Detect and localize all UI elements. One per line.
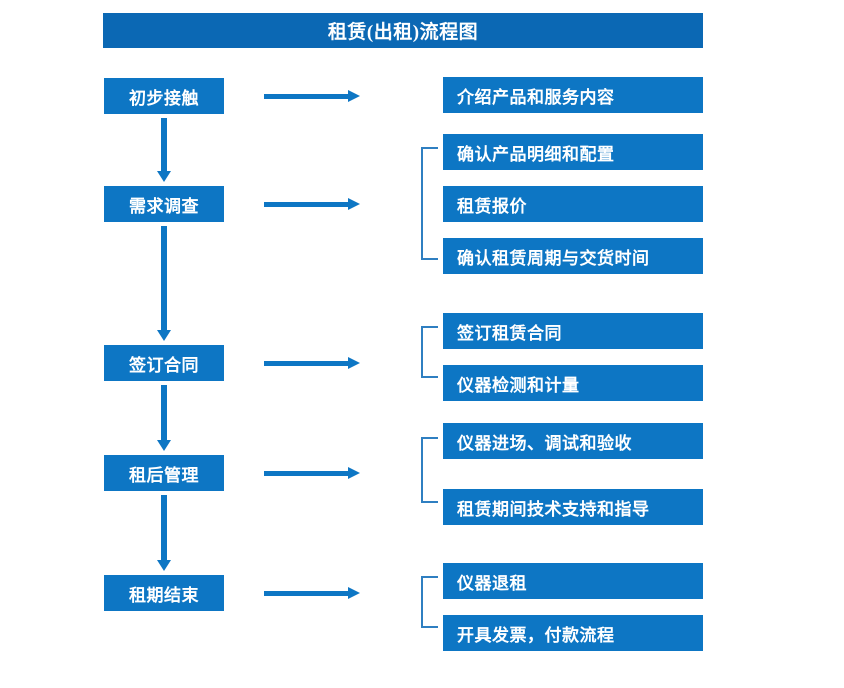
diagram-title: 租赁(出租)流程图 [103,13,703,48]
arrow-head-icon [348,357,360,369]
group-bracket-3 [421,326,438,378]
stage-box-5[interactable]: 租期结束 [104,575,224,611]
vertical-arrow-1 [157,118,171,182]
horizontal-arrow-2 [264,198,360,210]
arrow-head-icon [348,587,360,599]
arrow-head-icon [157,330,171,341]
detail-box-8[interactable]: 租赁期间技术支持和指导 [443,489,703,525]
arrow-head-icon [157,560,171,571]
arrow-shaft [161,385,167,440]
arrow-shaft [264,202,348,207]
arrow-shaft [264,591,348,596]
arrow-shaft [161,118,167,171]
stage-box-4[interactable]: 租后管理 [104,455,224,491]
detail-box-3[interactable]: 租赁报价 [443,186,703,222]
arrow-head-icon [348,90,360,102]
horizontal-arrow-5 [264,587,360,599]
detail-box-4[interactable]: 确认租赁周期与交货时间 [443,238,703,274]
detail-box-7[interactable]: 仪器进场、调试和验收 [443,423,703,459]
detail-box-10[interactable]: 开具发票，付款流程 [443,615,703,651]
horizontal-arrow-4 [264,467,360,479]
detail-box-9[interactable]: 仪器退租 [443,563,703,599]
arrow-head-icon [348,467,360,479]
horizontal-arrow-3 [264,357,360,369]
group-bracket-4 [421,437,438,503]
arrow-head-icon [157,171,171,182]
detail-box-5[interactable]: 签订租赁合同 [443,313,703,349]
arrow-shaft [264,471,348,476]
group-bracket-5 [421,576,438,628]
detail-box-6[interactable]: 仪器检测和计量 [443,365,703,401]
vertical-arrow-3 [157,385,171,451]
detail-box-1[interactable]: 介绍产品和服务内容 [443,77,703,113]
detail-box-2[interactable]: 确认产品明细和配置 [443,134,703,170]
arrow-shaft [161,226,167,330]
arrow-shaft [264,94,348,99]
arrow-head-icon [157,440,171,451]
vertical-arrow-2 [157,226,171,341]
stage-box-3[interactable]: 签订合同 [104,345,224,381]
vertical-arrow-4 [157,495,171,571]
arrow-shaft [161,495,167,560]
stage-box-2[interactable]: 需求调查 [104,186,224,222]
arrow-head-icon [348,198,360,210]
stage-box-1[interactable]: 初步接触 [104,78,224,114]
horizontal-arrow-1 [264,90,360,102]
group-bracket-2 [421,147,438,260]
arrow-shaft [264,361,348,366]
